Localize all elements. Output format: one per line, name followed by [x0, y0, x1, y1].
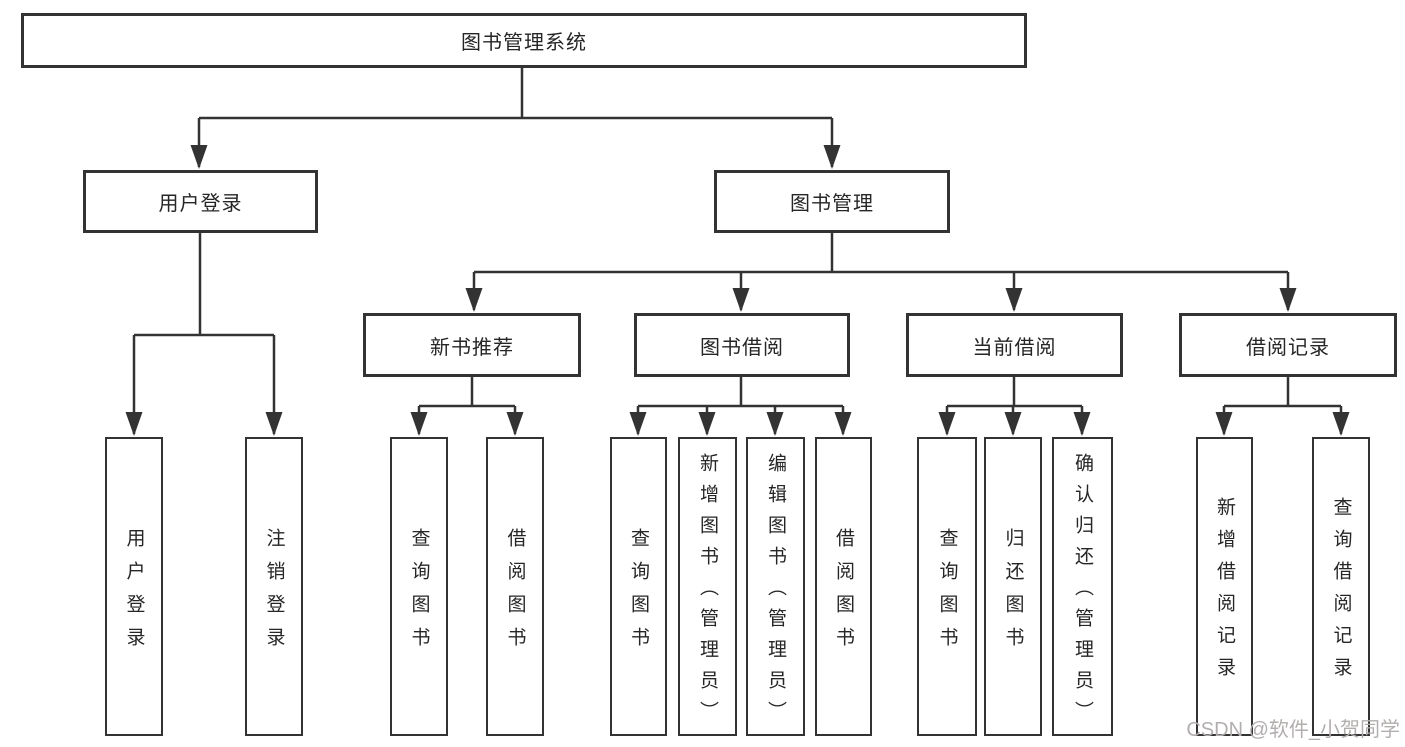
- node-current-borrowing: 当前借阅: [906, 313, 1123, 377]
- leaf-query-books-borrowing: 查询图书: [610, 437, 667, 736]
- leaf-edit-books-admin: 编辑图书（管理员）: [746, 437, 805, 736]
- leaf-label: 借阅图书: [833, 527, 854, 660]
- leaf-query-books-current: 查询图书: [917, 437, 977, 736]
- leaf-label: 新增图书（管理员）: [697, 453, 718, 732]
- leaf-label: 注销登录: [263, 527, 285, 660]
- leaf-query-books-recommend: 查询图书: [390, 437, 448, 736]
- leaf-label: 查询图书: [628, 527, 649, 660]
- node-new-book-recommendation: 新书推荐: [363, 313, 581, 377]
- node-book-borrowing: 图书借阅: [634, 313, 850, 377]
- leaf-add-borrow-record: 新增借阅记录: [1196, 437, 1253, 736]
- leaf-label: 确认归还（管理员）: [1072, 453, 1093, 732]
- node-borrowing-records: 借阅记录: [1179, 313, 1397, 377]
- node-library-system: 图书管理系统: [21, 13, 1027, 68]
- leaf-label: 新增借阅记录: [1214, 497, 1235, 689]
- node-book-management: 图书管理: [714, 170, 950, 233]
- leaf-logout: 注销登录: [245, 437, 303, 736]
- leaf-borrow-books-borrowing: 借阅图书: [815, 437, 872, 736]
- leaf-label: 归还图书: [1002, 527, 1024, 660]
- leaf-confirm-return-admin: 确认归还（管理员）: [1052, 437, 1113, 736]
- csdn-watermark: CSDN @软件_小贺同学: [1186, 719, 1400, 741]
- leaf-label: 用户登录: [123, 527, 145, 660]
- leaf-label: 查询借阅记录: [1330, 497, 1352, 689]
- leaf-label: 编辑图书（管理员）: [765, 453, 786, 732]
- leaf-query-borrow-record: 查询借阅记录: [1312, 437, 1370, 736]
- leaf-label: 借阅图书: [504, 527, 526, 660]
- leaf-return-books: 归还图书: [984, 437, 1042, 736]
- leaf-borrow-books-recommend: 借阅图书: [486, 437, 544, 736]
- leaf-label: 查询图书: [408, 527, 430, 660]
- leaf-add-books-admin: 新增图书（管理员）: [678, 437, 737, 736]
- arrow-stems: [125, 118, 1350, 436]
- leaf-label: 查询图书: [936, 527, 958, 660]
- leaf-user-login: 用户登录: [105, 437, 163, 736]
- connector-spines: [134, 68, 1341, 408]
- node-user-login: 用户登录: [83, 170, 318, 233]
